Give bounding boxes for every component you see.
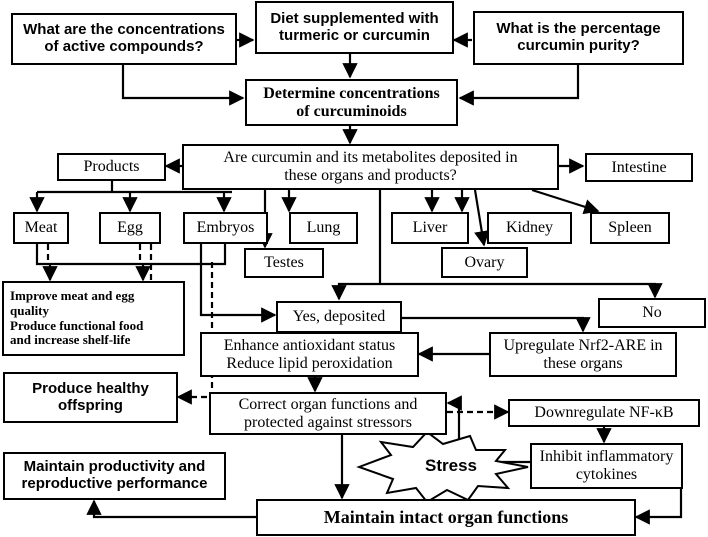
improve-box: Improve meat and egg quality Produce fun…: [2, 281, 185, 356]
determine-box: Determine concentrations of curcuminoids: [245, 79, 458, 126]
yes-deposited-box: Yes, deposited: [276, 301, 402, 333]
kidney-box: Kidney: [487, 212, 572, 244]
no-box: No: [598, 298, 706, 328]
healthy-offspring-box: Produce healthy offspring: [3, 372, 178, 423]
active-compounds-box: What are the concentrations of active co…: [11, 13, 237, 65]
arrow-to-yes: [331, 282, 380, 301]
inhibit-box: Inhibit inflammatory cytokines: [530, 443, 683, 489]
products-collect: [35, 244, 227, 266]
spleen-box: Spleen: [590, 212, 670, 244]
arrow-to-ovary: [473, 189, 490, 247]
lung-box: Lung: [289, 212, 358, 244]
meat-box: Meat: [13, 212, 69, 244]
question-box: Are curcumin and its metabolites deposit…: [182, 144, 559, 190]
arrow-yes-to-upregulate: [402, 316, 591, 333]
downregulate-box: Downregulate NF-κB: [508, 399, 700, 427]
upregulate-box: Upregulate Nrf2-ARE in these organs: [489, 332, 677, 377]
diet-box: Diet supplemented with turmeric or curcu…: [255, 1, 454, 54]
arrow-intact-to-productivity: [86, 499, 256, 519]
intact-organ-box: Maintain intact organ functions: [256, 499, 636, 536]
correct-organ-box: Correct organ functions and protected ag…: [209, 392, 447, 435]
stress-label: Stress: [425, 456, 477, 475]
egg-box: Egg: [99, 212, 161, 244]
products-branch: [37, 181, 232, 194]
arrow-left-to-determine: [121, 65, 245, 106]
arrow-embryos-to-yes: [199, 244, 277, 323]
purity-box: What is the percentage curcumin purity?: [473, 11, 684, 65]
testes-box: Testes: [244, 248, 324, 278]
embryos-box: Embryos: [183, 212, 268, 244]
arrow-to-no: [380, 282, 663, 299]
enhance-box: Enhance antioxidant status Reduce lipid …: [200, 332, 419, 377]
arrow-to-spleen: [531, 188, 600, 215]
ovary-box: Ovary: [441, 247, 528, 278]
arrow-right-to-determine: [458, 65, 580, 106]
liver-box: Liver: [391, 212, 469, 244]
intestine-box: Intestine: [585, 153, 693, 182]
stress-burst: [356, 430, 529, 504]
productivity-box: Maintain productivity and reproductive p…: [3, 452, 226, 500]
products-box: Products: [57, 153, 166, 181]
